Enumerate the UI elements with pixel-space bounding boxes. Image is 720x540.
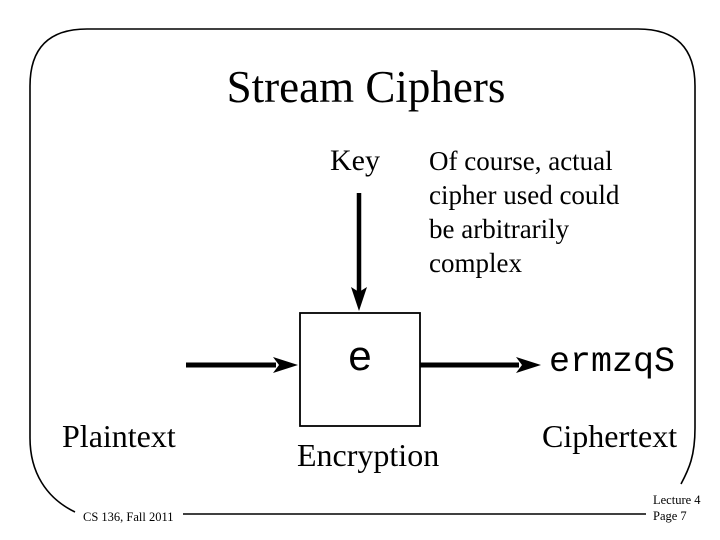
slide-border — [29, 28, 696, 513]
footer-page: Page 7 — [653, 509, 687, 523]
footer-lecture-page: Lecture 4 Page 7 — [653, 492, 701, 524]
slide-title: Stream Ciphers — [226, 62, 506, 112]
encryption-box-rect — [299, 312, 421, 427]
footer-lecture: Lecture 4 — [653, 493, 701, 507]
ciphertext-arrow-head — [516, 357, 541, 373]
ciphertext-sample: ermzqS — [549, 342, 676, 382]
encryption-label: Encryption — [297, 437, 440, 473]
ciphertext-label: Ciphertext — [542, 418, 678, 454]
plaintext-label: Plaintext — [62, 418, 176, 454]
encryption-symbol: e — [347, 335, 373, 383]
key-label: Key — [330, 144, 380, 177]
footer-course: CS 136, Fall 2011 — [83, 510, 174, 524]
key-arrow-head — [351, 287, 367, 311]
note-text: Of course, actual cipher used could be a… — [429, 146, 620, 278]
plaintext-arrow-head — [273, 357, 298, 373]
